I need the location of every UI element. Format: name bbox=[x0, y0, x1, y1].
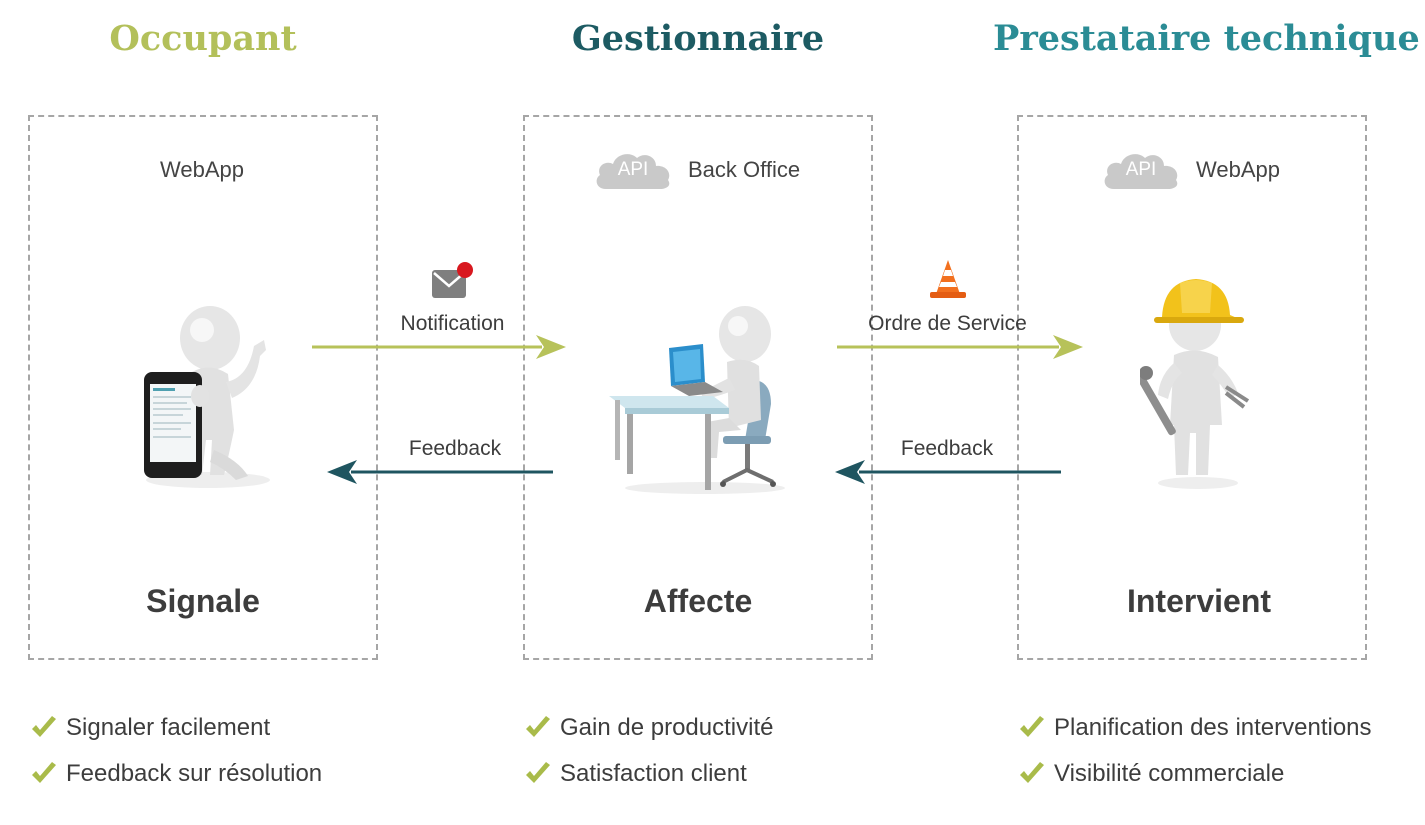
prestataire-worker-figure bbox=[1140, 279, 1250, 489]
api-label: API bbox=[617, 159, 649, 180]
prestataire-box bbox=[1017, 115, 1367, 660]
benefit-item: Gain de productivité bbox=[524, 705, 773, 751]
feedback-left-label: Feedback bbox=[408, 437, 502, 460]
check-icon bbox=[1020, 716, 1044, 737]
gestionnaire-platform: API Back Office bbox=[592, 150, 800, 190]
platform-label: WebApp bbox=[160, 157, 244, 182]
gestionnaire-box bbox=[523, 115, 873, 660]
check-icon bbox=[526, 762, 550, 783]
occupant-platform: WebApp bbox=[160, 150, 244, 190]
benefit-label: Gain de productivité bbox=[560, 714, 774, 741]
traffic-cone-icon bbox=[930, 260, 966, 298]
platform-label: WebApp bbox=[1196, 157, 1280, 182]
benefit-label: Feedback sur résolution bbox=[66, 760, 323, 787]
column-title-occupant: Occupant bbox=[109, 18, 297, 59]
occupant-benefits: Signaler facilement Feedback sur résolut… bbox=[30, 705, 322, 797]
mail-notification-icon bbox=[432, 262, 473, 298]
prestataire-platform: API WebApp bbox=[1100, 150, 1280, 190]
benefit-item: Signaler facilement bbox=[30, 705, 322, 751]
benefit-item: Satisfaction client bbox=[524, 751, 773, 797]
check-icon bbox=[526, 716, 550, 737]
ordre-de-service-arrow bbox=[837, 335, 1083, 359]
notification-label: Notification bbox=[400, 312, 505, 335]
ordre-de-service-label: Ordre de Service bbox=[868, 312, 1027, 335]
action-affecte: Affecte bbox=[643, 583, 753, 619]
benefit-label: Signaler facilement bbox=[66, 714, 271, 741]
benefit-item: Feedback sur résolution bbox=[30, 751, 322, 797]
api-label: API bbox=[1125, 159, 1157, 180]
column-title-gestionnaire: Gestionnaire bbox=[571, 18, 825, 59]
check-icon bbox=[32, 716, 56, 737]
api-cloud-icon: API bbox=[592, 149, 674, 191]
column-title-prestataire: Prestataire technique bbox=[993, 18, 1420, 59]
notification-arrow bbox=[312, 335, 566, 359]
gestionnaire-desk-figure bbox=[609, 306, 785, 494]
check-icon bbox=[1020, 762, 1044, 783]
benefit-label: Visibilité commerciale bbox=[1054, 760, 1285, 787]
gestionnaire-benefits: Gain de productivité Satisfaction client bbox=[524, 705, 773, 797]
feedback-right-arrow bbox=[835, 460, 1061, 484]
occupant-box bbox=[28, 115, 378, 660]
action-signale: Signale bbox=[146, 583, 260, 619]
check-icon bbox=[32, 762, 56, 783]
benefit-label: Satisfaction client bbox=[560, 760, 747, 787]
benefit-item: Visibilité commerciale bbox=[1018, 751, 1372, 797]
feedback-left-arrow bbox=[327, 460, 553, 484]
benefit-item: Planification des interventions bbox=[1018, 705, 1372, 751]
prestataire-benefits: Planification des interventions Visibili… bbox=[1018, 705, 1372, 797]
action-intervient: Intervient bbox=[1126, 583, 1272, 619]
feedback-right-label: Feedback bbox=[900, 437, 994, 460]
platform-label: Back Office bbox=[688, 157, 801, 182]
occupant-phone-figure bbox=[144, 306, 270, 488]
benefit-label: Planification des interventions bbox=[1054, 714, 1372, 741]
api-cloud-icon: API bbox=[1100, 149, 1182, 191]
